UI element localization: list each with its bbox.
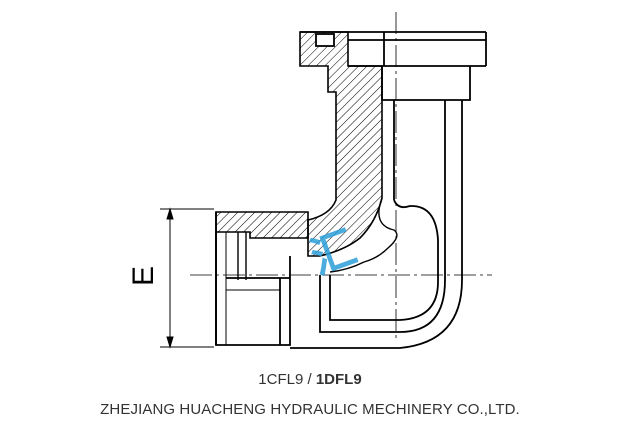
centerlines — [190, 12, 492, 342]
side-port — [215, 212, 308, 346]
swivel-nut — [300, 31, 487, 67]
dimension-label-e: E — [127, 266, 160, 286]
elbow-inner-curve — [329, 199, 439, 321]
elbow-body — [290, 66, 471, 349]
model-number-a: 1CFL9 — [258, 371, 304, 388]
port-hatch-fill — [215, 211, 309, 239]
model-separator: / — [303, 371, 316, 388]
arrow-top — [166, 207, 174, 220]
model-number-b: 1DFL9 — [315, 371, 362, 388]
dimension-e — [160, 207, 214, 349]
break-line — [329, 197, 398, 273]
elbow-inner-bore — [319, 100, 446, 333]
nut-slot — [315, 33, 335, 47]
model-caption: 1CFL9 / 1DFL9 — [0, 371, 620, 388]
company-name: ZHEJIANG HUACHENG HYDRAULIC MECHINERY CO… — [100, 401, 520, 418]
elbow-outer-contour — [290, 66, 471, 349]
arrow-bottom — [166, 336, 174, 349]
